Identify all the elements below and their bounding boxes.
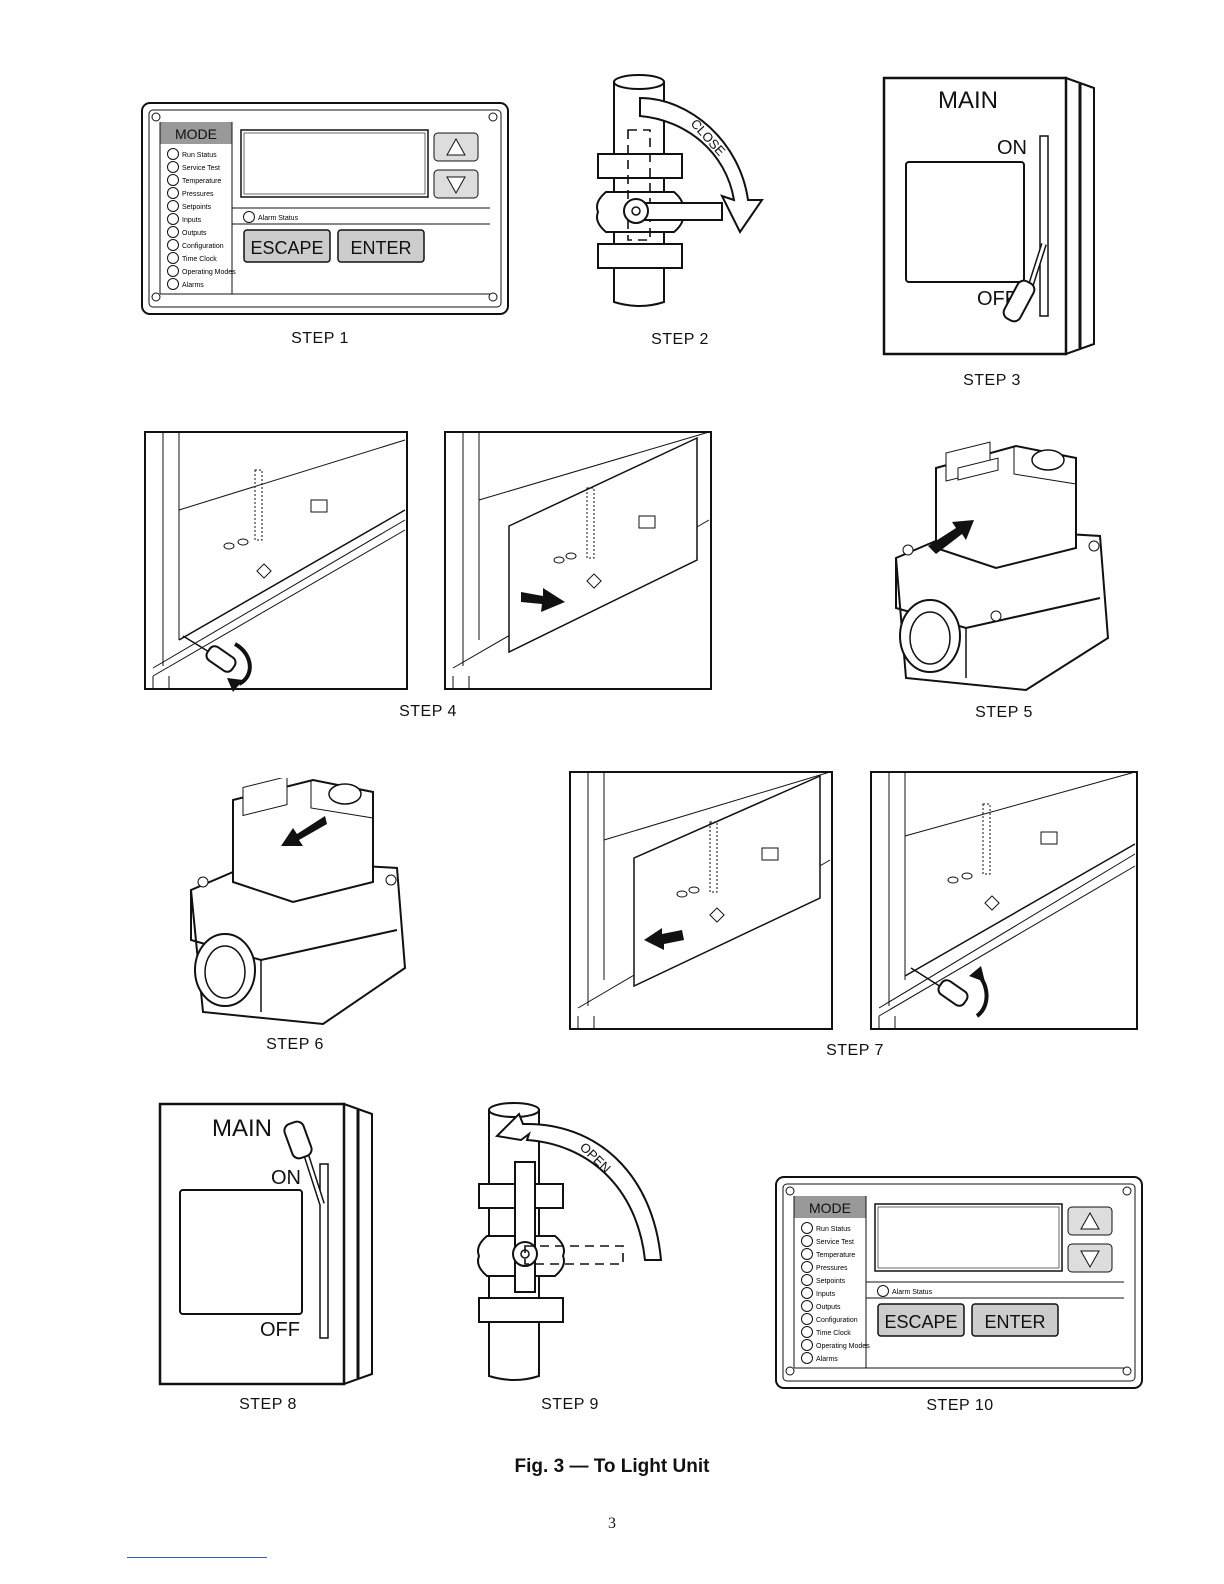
escape-button: ESCAPE	[243, 229, 331, 263]
svg-text:Time Clock: Time Clock	[182, 256, 217, 263]
svg-text:MAIN: MAIN	[938, 87, 998, 114]
svg-text:Run Status: Run Status	[182, 152, 217, 159]
step8-caption: STEP 8	[239, 1396, 297, 1413]
alarm-status-led	[877, 1285, 889, 1297]
svg-text:Alarm Status: Alarm Status	[258, 215, 299, 222]
svg-text:Outputs: Outputs	[816, 1304, 841, 1311]
step9-caption: STEP 9	[541, 1396, 599, 1413]
svg-text:Operating Modes: Operating Modes	[182, 269, 236, 276]
step10-control-panel: MODE Run Status Service Test Temperature…	[775, 1176, 1143, 1389]
led-list: Run Status Service Test Temperature Pres…	[801, 1222, 870, 1364]
step5-caption: STEP 5	[975, 704, 1033, 721]
svg-text:Alarms: Alarms	[816, 1356, 838, 1363]
step6-gas-control	[189, 778, 407, 1026]
svg-text:Outputs: Outputs	[182, 230, 207, 237]
figure-title: Fig. 3 — To Light Unit	[514, 1456, 710, 1477]
svg-text:CLOSE: CLOSE	[688, 116, 729, 159]
step4-panel-remove	[444, 431, 712, 690]
alarm-status-led	[243, 211, 255, 223]
svg-text:MAIN: MAIN	[212, 1115, 272, 1142]
svg-text:ON: ON	[997, 137, 1027, 159]
step7-panel-screw	[870, 771, 1138, 1030]
led-list: Run Status Service Test Temperature Pres…	[167, 148, 236, 290]
step2-valve-close: CLOSE	[596, 74, 764, 307]
enter-button: ENTER	[337, 229, 425, 263]
svg-text:Pressures: Pressures	[182, 191, 214, 198]
svg-text:Temperature: Temperature	[182, 178, 221, 185]
svg-text:Temperature: Temperature	[816, 1252, 855, 1259]
svg-text:ESCAPE: ESCAPE	[250, 238, 323, 258]
step3-main-switch-off: MAIN ON OFF	[882, 76, 1095, 356]
svg-text:ON: ON	[271, 1167, 301, 1189]
svg-text:Time Clock: Time Clock	[816, 1330, 851, 1337]
svg-text:Inputs: Inputs	[816, 1291, 836, 1298]
svg-text:Setpoints: Setpoints	[182, 204, 212, 211]
enter-button: ENTER	[971, 1303, 1059, 1337]
step5-gas-control	[894, 441, 1110, 692]
step4-panel-unscrew	[144, 431, 408, 692]
svg-text:Configuration: Configuration	[182, 243, 224, 250]
svg-text:Inputs: Inputs	[182, 217, 202, 224]
svg-text:Alarms: Alarms	[182, 282, 204, 289]
step2-caption: STEP 2	[651, 331, 709, 348]
panel-mode-label: MODE	[809, 1200, 851, 1216]
escape-button: ESCAPE	[877, 1303, 965, 1337]
svg-text:Configuration: Configuration	[816, 1317, 858, 1324]
step3-caption: STEP 3	[963, 372, 1021, 389]
step1-control-panel: MODE Run Status Service Test Temperature…	[141, 102, 509, 315]
up-arrow-button	[433, 132, 479, 162]
svg-text:Service Test: Service Test	[182, 165, 220, 172]
step7-panel-replace	[569, 771, 833, 1030]
step9-valve-open: OPEN	[477, 1102, 663, 1381]
panel-display	[240, 129, 429, 198]
svg-text:Pressures: Pressures	[816, 1265, 848, 1272]
svg-text:Operating Modes: Operating Modes	[816, 1343, 870, 1350]
step6-caption: STEP 6	[266, 1036, 324, 1053]
svg-text:OFF: OFF	[260, 1319, 300, 1341]
down-arrow-button	[433, 169, 479, 199]
svg-text:Alarm Status: Alarm Status	[892, 1289, 933, 1296]
step1-caption: STEP 1	[291, 330, 349, 347]
step8-main-switch-on: MAIN ON OFF	[158, 1102, 373, 1386]
step4-caption: STEP 4	[399, 703, 457, 720]
panel-mode-label: MODE	[175, 126, 217, 142]
footer-rule	[127, 1557, 267, 1558]
page-number: 3	[608, 1515, 616, 1532]
svg-text:Run Status: Run Status	[816, 1226, 851, 1233]
step10-caption: STEP 10	[926, 1397, 994, 1414]
svg-text:Setpoints: Setpoints	[816, 1278, 846, 1285]
down-arrow-button	[1067, 1243, 1113, 1273]
svg-text:Service Test: Service Test	[816, 1239, 854, 1246]
panel-display	[874, 1203, 1063, 1272]
up-arrow-button	[1067, 1206, 1113, 1236]
svg-text:ESCAPE: ESCAPE	[884, 1312, 957, 1332]
svg-text:ENTER: ENTER	[984, 1312, 1045, 1332]
svg-text:ENTER: ENTER	[350, 238, 411, 258]
step7-caption: STEP 7	[826, 1042, 884, 1059]
